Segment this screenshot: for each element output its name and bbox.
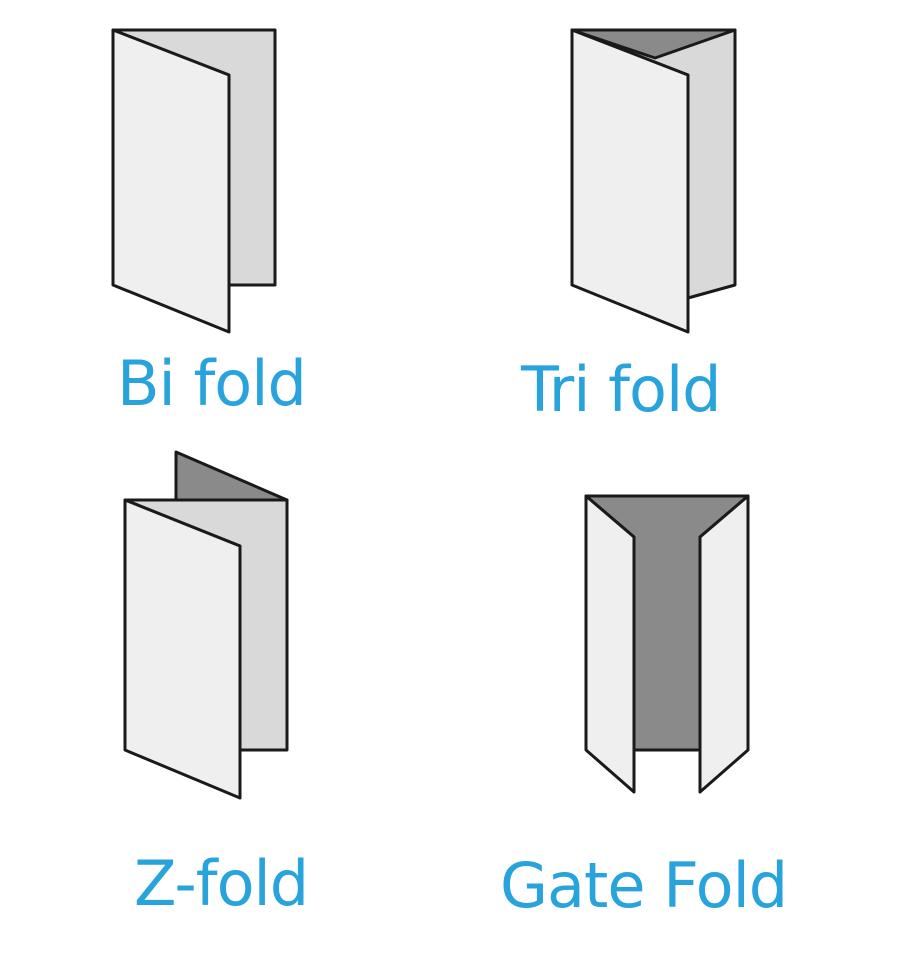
z-fold-illustration: [123, 450, 289, 800]
bi-fold-front-panel: [111, 28, 231, 334]
gate-fold-left-flap: [584, 494, 636, 794]
gate-fold-label: Gate Fold: [500, 849, 788, 922]
gate-fold-right-flap: [698, 494, 750, 794]
bi-fold-illustration: [111, 28, 277, 334]
z-fold-front-panel: [123, 498, 242, 800]
bi-fold-label: Bi fold: [117, 347, 307, 420]
gate-fold-illustration: [584, 494, 750, 794]
tri-fold-illustration: [570, 28, 737, 334]
tri-fold-label: Tri fold: [521, 353, 722, 426]
z-fold-rear-panel: [174, 450, 289, 502]
z-fold-label: Z-fold: [134, 847, 309, 920]
tri-fold-inner-flap: [570, 28, 737, 60]
tri-fold-front-panel: [570, 28, 690, 334]
